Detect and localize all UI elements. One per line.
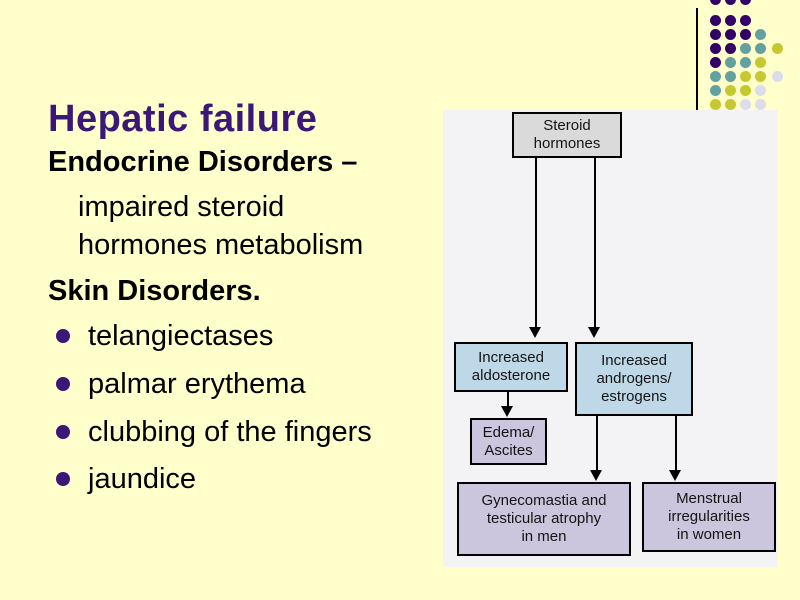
decor-dot [755, 99, 766, 110]
decor-dot [755, 57, 766, 68]
bullet-dot-icon [56, 329, 70, 343]
decor-dot [710, 71, 721, 82]
decor-dot [740, 29, 751, 40]
node-increased-aldosterone: Increased aldosterone [454, 342, 568, 392]
decor-dot [740, 71, 751, 82]
node-increased-androgens: Increased androgens/ estrogens [575, 342, 693, 416]
arrow-line [507, 392, 509, 407]
decor-dot [740, 15, 751, 26]
decor-dot [725, 85, 736, 96]
arrow-head-icon [669, 470, 681, 481]
decor-dot [725, 43, 736, 54]
node-gynecomastia: Gynecomastia and testicular atrophy in m… [457, 482, 631, 556]
decor-dot [725, 99, 736, 110]
decor-dot [725, 71, 736, 82]
bullet-item: palmar erythema [56, 368, 306, 401]
bullet-label: telangiectases [88, 320, 274, 352]
decor-dot [740, 99, 751, 110]
dots-decoration [710, 0, 795, 115]
arrow-line [594, 158, 596, 328]
decor-dot [772, 71, 783, 82]
endocrine-line2: impaired steroid [78, 191, 285, 223]
decor-dot [710, 0, 721, 5]
decor-dot [725, 29, 736, 40]
endocrine-line3: hormones metabolism [78, 229, 364, 261]
endocrine-heading: Endocrine Disorders – [48, 146, 358, 178]
arrow-line [596, 416, 598, 471]
decor-dot [710, 43, 721, 54]
arrow-head-icon [588, 327, 600, 338]
node-edema-ascites: Edema/ Ascites [470, 418, 547, 465]
page-title: Hepatic failure [48, 98, 318, 141]
flowchart-panel: Steroid hormones Increased aldosterone I… [443, 110, 778, 567]
bullet-dot-icon [56, 425, 70, 439]
bullet-item: clubbing of the fingers [56, 416, 372, 449]
decor-dot [710, 99, 721, 110]
arrow-head-icon [529, 327, 541, 338]
decor-dot [755, 29, 766, 40]
arrow-line [535, 158, 537, 328]
decor-dot [755, 85, 766, 96]
bullet-item: telangiectases [56, 320, 273, 353]
node-steroid-hormones: Steroid hormones [512, 112, 622, 158]
bullet-item: jaundice [56, 463, 196, 496]
skin-heading: Skin Disorders. [48, 275, 261, 307]
decor-dot [710, 29, 721, 40]
arrow-line [675, 416, 677, 471]
decor-dot [740, 57, 751, 68]
decor-dot [710, 15, 721, 26]
decor-dot [755, 71, 766, 82]
node-menstrual-irregularities: Menstrual irregularities in women [642, 482, 776, 552]
arrow-head-icon [501, 406, 513, 417]
decor-dot [755, 43, 766, 54]
decor-dot [725, 0, 736, 5]
bullet-dot-icon [56, 472, 70, 486]
bullet-label: palmar erythema [88, 368, 306, 400]
bullet-label: jaundice [88, 463, 197, 495]
arrow-head-icon [590, 470, 602, 481]
decor-dot [740, 43, 751, 54]
decor-dot [740, 0, 751, 5]
decor-dot [725, 15, 736, 26]
decor-dot [772, 43, 783, 54]
decor-dot [710, 57, 721, 68]
bullet-dot-icon [56, 377, 70, 391]
corner-vertical-line [696, 8, 698, 110]
decor-dot [710, 85, 721, 96]
bullet-label: clubbing of the fingers [88, 416, 372, 448]
decor-dot [725, 57, 736, 68]
decor-dot [740, 85, 751, 96]
